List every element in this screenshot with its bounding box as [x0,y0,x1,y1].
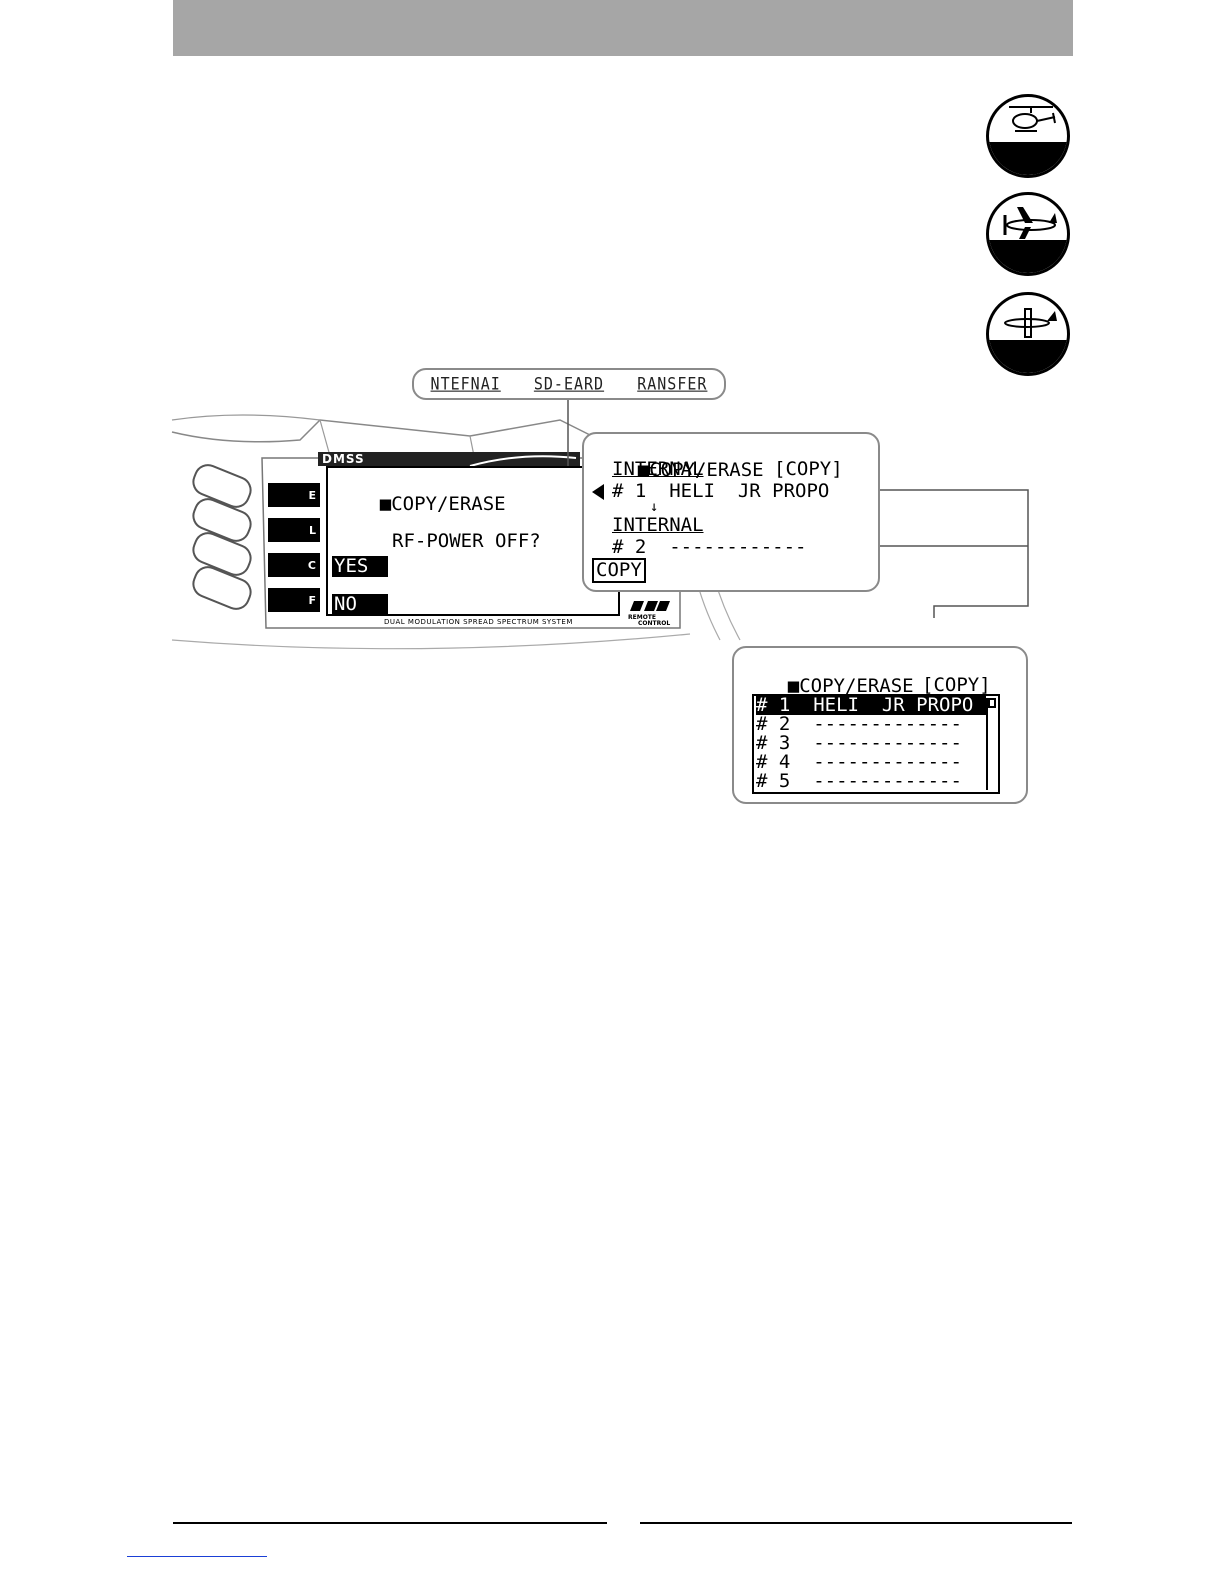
list-item[interactable]: # 3 ------------- [756,732,962,754]
source-location[interactable]: INTERNAL [612,458,704,480]
helicopter-icon [1009,106,1056,132]
model-list: # 1 HELI JR PROPO # 2 ------------- # 3 … [752,694,1000,794]
cursor-left-icon [592,484,604,500]
rf-power-prompt: RF-POWER OFF? [392,530,541,552]
list-title-row: ■COPY/ERASE [742,658,914,715]
footer-link-underline[interactable] [127,1556,267,1557]
logo-text-remote: REMOTE [628,614,656,621]
key-c[interactable]: C [268,553,320,577]
list-mode-indicator: [COPY] [922,674,991,696]
yes-button[interactable]: YES [332,556,388,577]
radio-brand: DMSS [322,452,365,466]
list-scrollbar[interactable] [986,698,996,790]
scroll-thumb[interactable] [988,698,996,708]
list-item[interactable]: # 1 HELI JR PROPO [756,696,986,715]
lcd-marker-icon: ■ [637,459,650,481]
down-arrow-icon: ↓ [650,499,659,515]
key-l[interactable]: L [268,518,320,542]
callout-title-row: ■COPY/ERASE [592,442,764,499]
helicopter-badge [986,94,1070,178]
lcd-marker-icon: ■ [787,675,800,697]
key-f[interactable]: F [268,588,320,612]
main-lcd-title: COPY/ERASE [391,493,506,515]
lcd-marker-icon: ■ [379,493,392,515]
main-lcd-title-row: ■COPY/ERASE [334,476,506,533]
list-title: COPY/ERASE [799,675,914,697]
footer-rule-right [640,1522,1072,1524]
list-item[interactable]: # 2 ------------- [756,713,962,735]
jr-logo: REMOTE CONTROL [628,596,672,627]
copy-detail-callout: ■COPY/ERASE INTERNAL [COPY] # 1 HELI JR … [582,432,880,592]
tab-transfer[interactable]: RANSFER [637,374,708,394]
airplane-icon [1003,207,1057,239]
tab-internal[interactable]: NTEFNAI [430,374,501,394]
no-button[interactable]: NO [332,594,388,615]
airplane-badge [986,192,1070,276]
dest-model[interactable]: # 2 ------------ [612,536,807,558]
jr-logo-mark [630,601,670,611]
list-item[interactable]: # 4 ------------- [756,751,962,773]
dest-location[interactable]: INTERNAL [612,514,704,536]
radio-footer-text: DUAL MODULATION SPREAD SPECTRUM SYSTEM [384,618,573,626]
copy-button[interactable]: COPY [592,558,646,583]
function-tab-strip: NTEFNAI SD-EARD RANSFER [412,368,726,400]
key-e[interactable]: E [268,483,320,507]
tab-sd-card[interactable]: SD-EARD [533,374,605,394]
logo-text-control: CONTROL [638,620,671,627]
mode-indicator: [COPY] [774,458,843,480]
glider-badge [986,292,1070,376]
callout-title: COPY/ERASE [649,459,764,481]
header-bar [173,0,1073,56]
list-item[interactable]: # 5 ------------- [756,770,962,792]
source-model[interactable]: # 1 HELI JR PROPO [612,480,830,502]
main-lcd-screen: ■COPY/ERASE RF-POWER OFF? YES NO [326,466,620,616]
glider-icon [1004,308,1057,338]
footer-rule-left [173,1522,607,1524]
model-list-callout: ■COPY/ERASE [COPY] # 1 HELI JR PROPO # 2… [732,646,1028,804]
